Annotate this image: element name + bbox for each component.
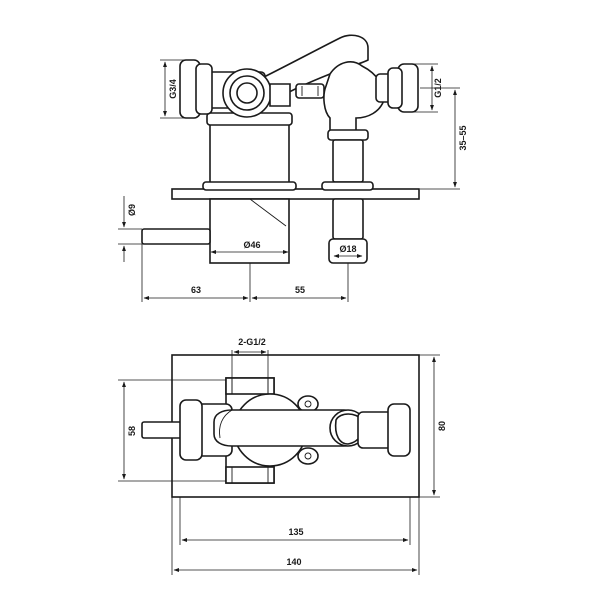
spout-collar [327,129,369,141]
body-bottom-cap [225,466,275,484]
dim-label-plate-height-inner: 58 [127,426,137,436]
lever-rod-top [141,421,183,439]
dim-label-spout-diameter: Ø18 [339,244,356,254]
dim-label-plate-width-inner: 135 [288,527,303,537]
body-chamfer [249,198,287,227]
dim-label-lever-length: 63 [191,285,201,295]
dim-label-plate-height-outer: 80 [437,421,447,431]
outlet-nut-inner [387,67,403,109]
right-connection-body [357,411,393,449]
body-flange [202,181,297,191]
spout-valve-body [323,61,386,133]
mounting-hole [304,400,312,408]
dim-label-inlet-thread: G3/4 [168,79,178,99]
valve-body-upper [209,123,290,190]
dim-label-body-diameter: Ø46 [243,240,260,250]
central-port-lug [269,83,291,107]
spout-neck [332,139,364,183]
lever-rod [141,228,211,245]
dim-label-connections: 2-G1/2 [238,337,266,347]
mounting-hole [304,452,312,460]
mounting-lug-bottom [297,447,319,465]
elbow-pipe [260,34,369,97]
dim-label-plate-width-outer: 140 [286,557,301,567]
valve-body-lower [209,198,290,264]
dim-label-lever-diameter: Ø9 [127,204,137,216]
top-view: 2-G1/2 58 80 135 140 [118,337,447,575]
dim-label-wall-depth: 35–55 [458,125,468,150]
body-top-cap [225,377,275,395]
spout-pipe [332,198,364,240]
side-view: G3/4 G1/2 35–55 Ø9 Ø46 Ø18 63 55 [118,34,468,302]
right-connection-nut [387,403,411,457]
side-fitting [295,83,325,99]
spout-flange [321,181,374,191]
dim-label-center-distance: 55 [295,285,305,295]
left-connection-nut [179,399,203,461]
inlet-nut-inner [195,63,213,115]
central-port-inner [236,82,258,104]
pipe-bend [219,409,233,439]
